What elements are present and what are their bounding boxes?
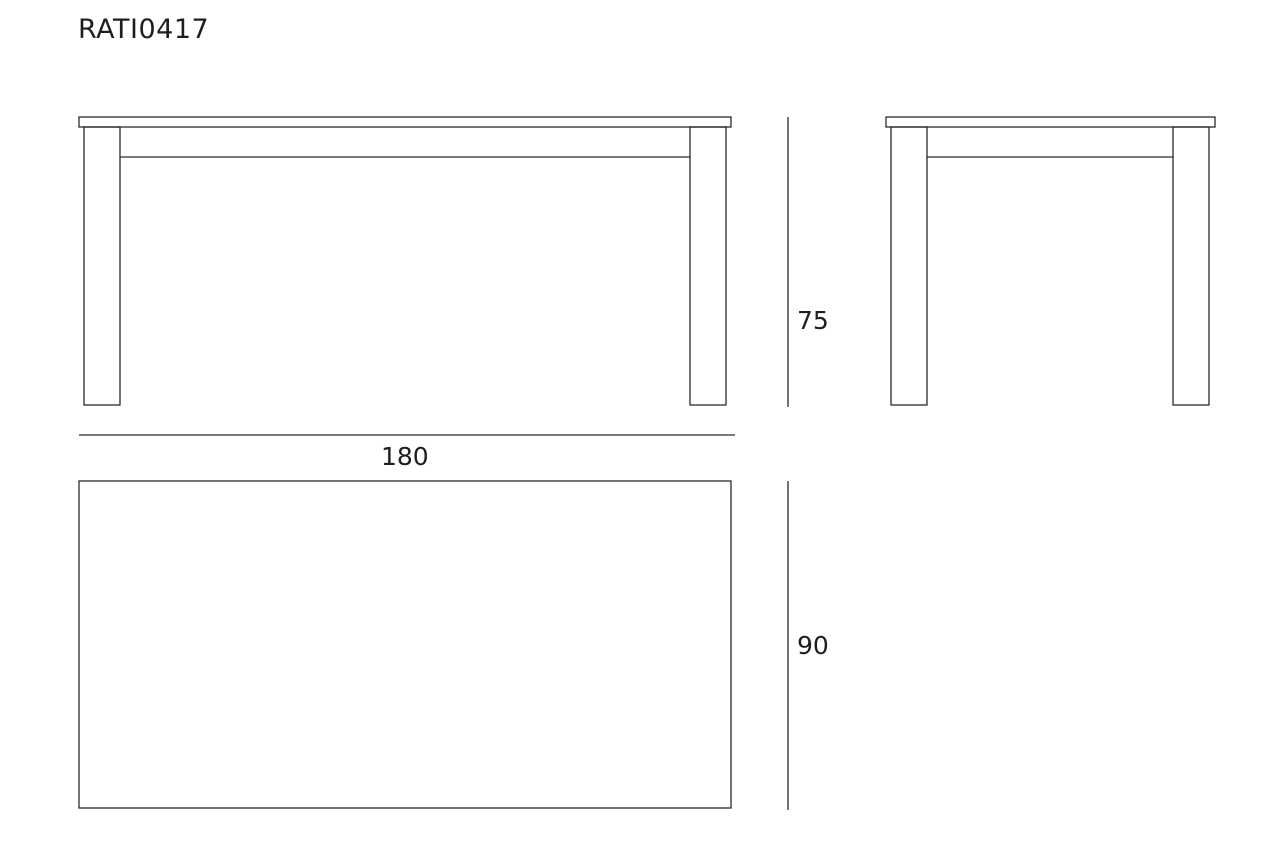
front-view — [78, 116, 732, 406]
top-view — [78, 480, 732, 809]
side-left-leg — [890, 126, 928, 406]
height-dimension-label: 75 — [797, 306, 829, 335]
side-view — [885, 116, 1216, 406]
side-tabletop — [885, 116, 1216, 128]
length-dimension-label: 180 — [381, 442, 429, 471]
width-dimension-label: 90 — [797, 631, 829, 660]
product-code: RATI0417 — [78, 14, 210, 45]
top-tabletop — [78, 480, 732, 809]
front-left-leg — [83, 126, 121, 406]
front-tabletop — [78, 116, 732, 128]
front-right-leg — [689, 126, 727, 406]
side-right-leg — [1172, 126, 1210, 406]
